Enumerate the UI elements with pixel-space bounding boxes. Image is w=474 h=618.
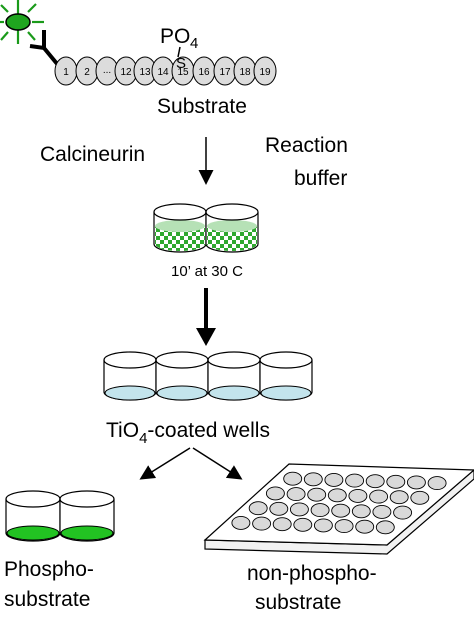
plate-well (345, 473, 365, 488)
phospho-wells (5, 490, 115, 542)
coated-well (259, 351, 313, 401)
reaction-buffer-label-line2: buffer (294, 167, 347, 190)
plate-well (386, 474, 406, 489)
plate-well (389, 490, 409, 505)
plate-well (313, 518, 333, 533)
phospho-substrate-label-line1: Phospho- (4, 558, 94, 581)
reaction-wells (153, 203, 259, 253)
svg-text:17: 17 (219, 67, 231, 78)
residue-chain: 1 2 ... 12 13 14 15 16 (54, 56, 277, 86)
plate-well (369, 489, 389, 504)
plate-well (406, 475, 426, 490)
plate-well (393, 505, 413, 520)
svg-text:PO: PO (160, 25, 190, 48)
plate-well (372, 504, 392, 519)
svg-text:15: 15 (177, 67, 189, 78)
svg-text:TiO4-coated wells: TiO4-coated wells (106, 419, 270, 447)
svg-text:...: ... (103, 65, 111, 76)
plate-well (286, 487, 306, 502)
plate-well (365, 474, 385, 489)
svg-text:2: 2 (84, 67, 90, 78)
plate-well (327, 488, 347, 503)
plate-well (324, 472, 344, 487)
svg-text:12: 12 (120, 67, 132, 78)
plate-well (375, 520, 395, 535)
plate-well (252, 516, 272, 531)
svg-text:16: 16 (198, 67, 210, 78)
plate-well (351, 504, 371, 519)
plate-well (293, 517, 313, 532)
tio4-wells (103, 351, 313, 401)
nonphospho-substrate-label-line1: non-phospho- (247, 562, 377, 585)
incubation-label: 10’ at 30 C (171, 263, 243, 280)
residue-bead: 19 (253, 56, 277, 86)
svg-text:19: 19 (259, 67, 271, 78)
arrow-to-nonphospho (192, 447, 243, 480)
svg-text:4: 4 (190, 35, 198, 52)
residue-bead: 2 (75, 56, 99, 86)
residue-bead: 18 (233, 56, 257, 86)
residue-bead: 14 (151, 56, 175, 86)
svg-text:1: 1 (63, 67, 69, 78)
plate-well (283, 471, 303, 486)
plate-well (272, 517, 292, 532)
arrow-to-phospho (139, 447, 191, 480)
calcineurin-label: Calcineurin (40, 143, 145, 166)
plate-well (269, 501, 289, 516)
nonphospho-substrate-label-line2: substrate (255, 591, 341, 613)
plate-well (410, 490, 430, 505)
svg-text:14: 14 (157, 67, 169, 78)
plate-well (307, 487, 327, 502)
phosphate-group: PO 4 S (160, 25, 198, 72)
plate-well (248, 501, 268, 516)
substrate-label: Substrate (157, 95, 247, 118)
plate-well (331, 503, 351, 518)
plate-well (348, 488, 368, 503)
residue-bead: 16 (192, 56, 216, 86)
svg-text:13: 13 (139, 67, 151, 78)
plate-wells (231, 471, 447, 535)
svg-text:S: S (176, 55, 186, 72)
tio4-wells-label: TiO4-coated wells (106, 419, 270, 447)
reaction-buffer-label-line1: Reaction (265, 134, 348, 157)
coated-well (155, 351, 209, 401)
residue-bead: ... (95, 56, 119, 86)
plate-well (303, 472, 323, 487)
multiwell-plate (203, 463, 474, 555)
fluorophore-star-icon (0, 0, 44, 44)
plate-well (289, 502, 309, 517)
plate-well (231, 515, 251, 530)
reaction-well (153, 203, 207, 253)
phospho-well (5, 490, 61, 542)
residue-bead: 17 (213, 56, 237, 86)
plate-well (427, 476, 447, 491)
coated-well (207, 351, 261, 401)
coated-well (103, 351, 157, 401)
arrow-down-thick-head (196, 328, 216, 346)
svg-text:18: 18 (239, 67, 251, 78)
phospho-substrate-label-line2: substrate (4, 588, 90, 611)
linker (29, 30, 60, 67)
reaction-well (205, 203, 259, 253)
plate-well (334, 519, 354, 534)
phospho-well (59, 490, 115, 542)
plate-well (265, 486, 285, 501)
residue-bead: 1 (54, 56, 78, 86)
plate-well (355, 519, 375, 534)
plate-well (310, 503, 330, 518)
